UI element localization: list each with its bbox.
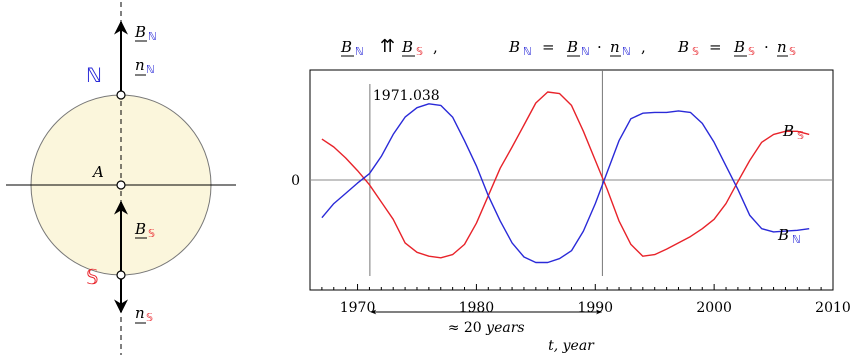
svg-text:ℕ: ℕ (523, 45, 532, 58)
svg-text:ℕ: ℕ (355, 45, 364, 58)
x-tick-label: 1970 (340, 300, 376, 316)
svg-text:B: B (733, 38, 745, 56)
svg-text:B: B (134, 23, 146, 41)
series-label-B-south: B 𝕊 (782, 122, 804, 142)
svg-text:𝕊: 𝕊 (146, 311, 153, 324)
svg-text:⇈: ⇈ (380, 36, 395, 57)
svg-text:t, year: t, year (548, 338, 595, 354)
svg-text:𝕊: 𝕊 (748, 45, 755, 58)
svg-text:B: B (777, 226, 789, 244)
label-n-south: n 𝕊 (135, 304, 153, 324)
svg-text:n: n (777, 38, 787, 56)
svg-text:𝕊: 𝕊 (692, 45, 699, 58)
svg-text:B: B (677, 38, 689, 56)
south-pole-point (116, 270, 126, 280)
y-tick-label-0: 0 (291, 173, 300, 189)
svg-text:ℕ: ℕ (792, 233, 801, 246)
svg-text:=: = (542, 38, 555, 56)
svg-text:B: B (566, 38, 578, 56)
x-tick-label: 2010 (815, 300, 851, 316)
svg-text:·: · (764, 38, 769, 56)
north-pole-point (116, 90, 126, 100)
x-axis-label: t, year (548, 338, 595, 354)
svg-text:,: , (641, 38, 646, 56)
series-layer (321, 91, 810, 264)
x-tick-label: 2000 (696, 300, 732, 316)
svg-text:n: n (610, 38, 620, 56)
series-line-B-south (321, 91, 810, 259)
label-south: 𝕊 (86, 265, 99, 289)
svg-text:B: B (401, 38, 413, 56)
svg-text:𝕊: 𝕊 (789, 45, 796, 58)
series-line-B-north (321, 103, 810, 264)
svg-text:B: B (508, 38, 520, 56)
pole-diagram: ℕ 𝕊 A B ℕ n ℕ B 𝕊 n 𝕊 (6, 2, 236, 355)
svg-text:ℕ: ℕ (148, 30, 157, 43)
svg-text:n: n (135, 56, 145, 74)
time-series-chart: 0 1970 1980 1990 2000 2010 1971.038 ≈ 20 year… (291, 69, 851, 354)
svg-text:ℕ: ℕ (146, 63, 155, 76)
period-label: ≈ 20 years (448, 320, 525, 336)
svg-text:B: B (134, 220, 146, 238)
svg-text:ℕ: ℕ (581, 45, 590, 58)
x-tick-label: 1980 (459, 300, 495, 316)
label-B-south: B 𝕊 (134, 220, 155, 240)
svg-text:𝕊: 𝕊 (797, 129, 804, 142)
svg-text:B: B (340, 38, 352, 56)
svg-text:=: = (709, 38, 722, 56)
svg-text:·: · (597, 38, 602, 56)
center-point-A (116, 180, 126, 190)
formula: B ℕ ⇈ B 𝕊 , B ℕ = B ℕ · n ℕ , B 𝕊 = B 𝕊 … (340, 36, 796, 58)
label-center-A: A (91, 163, 104, 181)
svg-text:ℕ: ℕ (622, 45, 631, 58)
label-north: ℕ (86, 63, 102, 87)
label-B-north: B ℕ (134, 23, 157, 43)
label-n-north: n ℕ (135, 56, 155, 76)
svg-text:B: B (782, 122, 794, 140)
vline-label-1971: 1971.038 (373, 88, 440, 104)
svg-text:,: , (433, 38, 438, 56)
x-tick-label: 1990 (577, 300, 613, 316)
series-label-B-north: B ℕ (777, 226, 801, 246)
svg-text:𝕊: 𝕊 (416, 45, 423, 58)
chart-annotations: 1971.038 ≈ 20 years (369, 70, 603, 336)
x-axis-ticks: 1970 1980 1990 2000 2010 (309, 284, 851, 316)
svg-text:𝕊: 𝕊 (148, 227, 155, 240)
svg-text:n: n (135, 304, 145, 322)
